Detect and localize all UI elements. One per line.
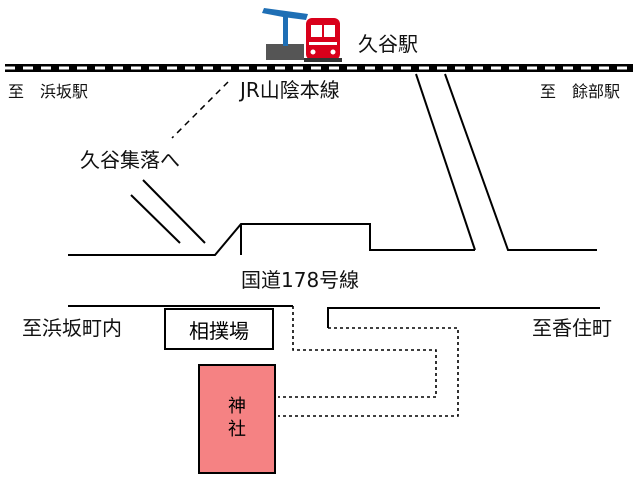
station-name: 久谷駅 xyxy=(358,32,418,56)
settlement-direction: 久谷集落へ xyxy=(80,148,180,172)
highway-direction-east: 至香住町 xyxy=(532,316,612,340)
settlement-path-dashed xyxy=(171,81,229,139)
shrine-building: 神 社 xyxy=(198,364,276,474)
highway-north-edge xyxy=(68,223,475,256)
station-platform-icon xyxy=(262,8,308,60)
shrine-label-line2: 社 xyxy=(228,418,246,440)
rail-direction-west: 至 浜坂駅 xyxy=(8,82,89,101)
highway-name: 国道178号線 xyxy=(241,268,360,292)
shrine-access-path xyxy=(278,306,459,417)
sumo-ring-box: 相撲場 xyxy=(164,308,274,350)
sumo-ring-label: 相撲場 xyxy=(189,318,249,343)
diagonal-road-right xyxy=(415,73,597,251)
railway-name: JR山陰本線 xyxy=(240,78,340,102)
train-icon xyxy=(304,18,342,62)
railway-track xyxy=(5,64,633,72)
diagonal-road-left xyxy=(130,179,206,244)
highway-direction-west: 至浜坂町内 xyxy=(22,316,122,340)
shrine-label-line1: 神 xyxy=(228,396,246,417)
highway-south-edge xyxy=(68,305,600,328)
rail-direction-east: 至 餘部駅 xyxy=(540,82,621,101)
